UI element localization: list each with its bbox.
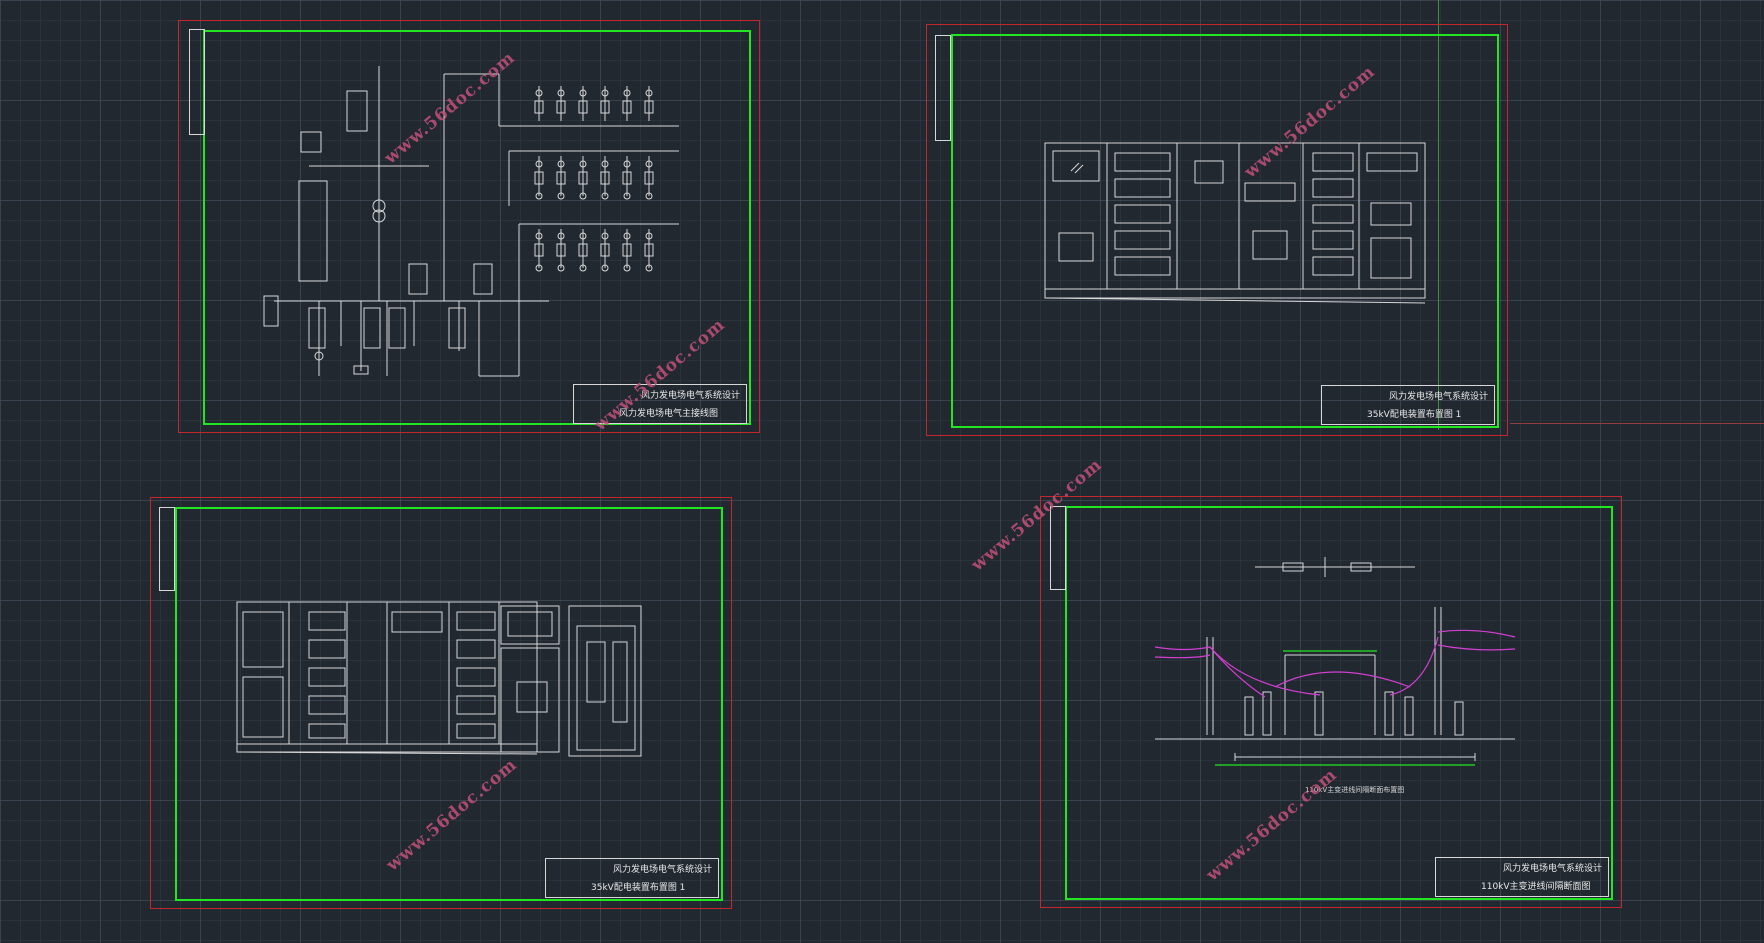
revision-strip bbox=[189, 29, 205, 135]
cursor-crosshair-horizontal bbox=[1510, 423, 1764, 424]
revision-strip bbox=[935, 35, 951, 141]
title-block[interactable]: 风力发电场电气系统设计 风力发电场电气主接线图 bbox=[573, 384, 747, 424]
sheet-frame bbox=[175, 507, 723, 901]
switchgear-elevation[interactable] bbox=[1044, 142, 1426, 304]
project-name: 风力发电场电气系统设计 bbox=[1388, 392, 1488, 402]
project-name: 风力发电场电气系统设计 bbox=[612, 865, 712, 875]
project-name: 风力发电场电气系统设计 bbox=[640, 391, 740, 401]
drawing-name: 35kV配电装置布置图 1 bbox=[1367, 410, 1462, 420]
drawing-sheet-3[interactable]: 风力发电场电气系统设计 35kV配电装置布置图 1 bbox=[150, 497, 732, 909]
main-wiring-diagram[interactable] bbox=[249, 46, 709, 416]
drawing-name: 35kV配电装置布置图 1 bbox=[591, 883, 686, 893]
sheet-frame bbox=[1065, 506, 1613, 900]
sheet-frame bbox=[203, 30, 751, 425]
project-name: 风力发电场电气系统设计 bbox=[1502, 864, 1602, 874]
title-block[interactable]: 风力发电场电气系统设计 35kV配电装置布置图 1 bbox=[1321, 385, 1495, 425]
drawing-sheet-1[interactable]: 风力发电场电气系统设计 风力发电场电气主接线图 bbox=[178, 20, 760, 433]
title-block[interactable]: 风力发电场电气系统设计 35kV配电装置布置图 1 bbox=[545, 858, 719, 898]
sheet-frame bbox=[951, 34, 1499, 428]
drawing-name: 110kV主变进线间隔断面图 bbox=[1481, 882, 1591, 892]
drawing-sheet-2[interactable]: 风力发电场电气系统设计 35kV配电装置布置图 1 bbox=[926, 24, 1508, 436]
bay-section-view[interactable]: 110kV主变进线间隔断面布置图 bbox=[1154, 537, 1535, 797]
drawing-name: 风力发电场电气主接线图 bbox=[619, 409, 719, 419]
switchgear-elevation[interactable] bbox=[236, 601, 677, 772]
section-title: 110kV主变进线间隔断面布置图 bbox=[1305, 785, 1404, 794]
cursor-crosshair-vertical bbox=[1438, 0, 1439, 430]
drawing-sheet-4[interactable]: 110kV主变进线间隔断面布置图 风力发电场电气系统设计 110kV主变进线间隔… bbox=[1040, 496, 1622, 908]
revision-strip bbox=[159, 507, 175, 591]
title-block[interactable]: 风力发电场电气系统设计 110kV主变进线间隔断面图 bbox=[1435, 857, 1609, 897]
revision-strip bbox=[1050, 506, 1066, 590]
